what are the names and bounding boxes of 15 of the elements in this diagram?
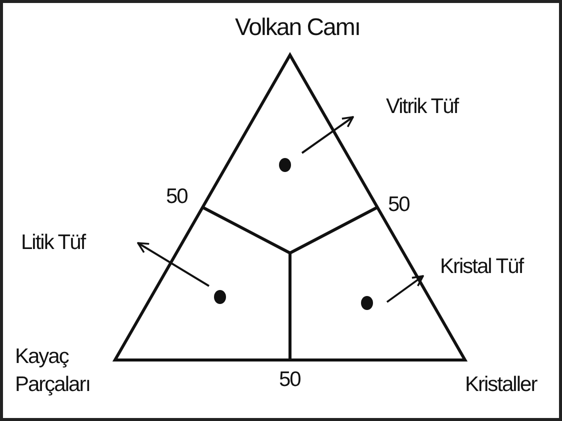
arrow: [386, 275, 424, 303]
dot-marker: [361, 296, 373, 310]
arrow: [137, 242, 210, 287]
field-label: Litik Tüf: [21, 231, 86, 254]
axis-value: 50: [388, 193, 410, 216]
vertex-label: Volkan Camı: [235, 15, 360, 42]
vertex-label: Kayaç Parçaları: [15, 344, 92, 398]
dot-marker: [214, 290, 226, 304]
vertex-label: Kristaller: [465, 373, 537, 396]
field-label: Kristal Tüf: [440, 255, 524, 278]
axis-value: 50: [166, 185, 188, 208]
dot-marker: [279, 158, 291, 172]
arrow: [301, 116, 354, 154]
axis-value: 50: [279, 368, 300, 392]
field-label: Vitrik Tüf: [386, 95, 458, 118]
